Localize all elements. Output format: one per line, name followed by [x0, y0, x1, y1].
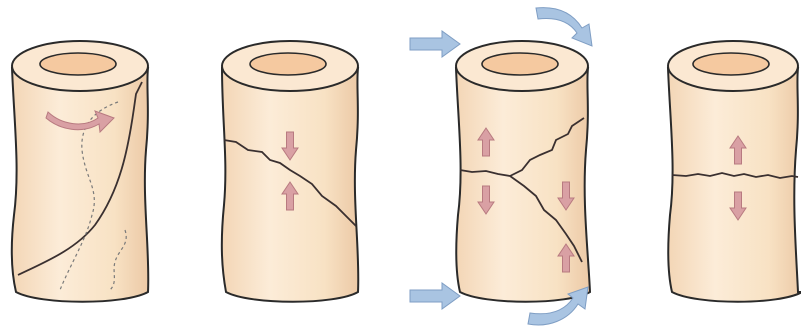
- medullary-cavity: [693, 53, 769, 75]
- bone-panel-oblique: [222, 41, 359, 302]
- bone-panel-transverse: [668, 41, 801, 302]
- moment-arrow-top: [536, 8, 592, 46]
- medullary-cavity: [40, 53, 116, 75]
- bone-panel-butterfly: [410, 8, 592, 325]
- bending-arrow-bottom: [410, 283, 460, 309]
- bone-shaft: [668, 68, 801, 302]
- bone-panel-spiral: [12, 41, 149, 302]
- bending-arrow-top: [410, 31, 460, 57]
- medullary-cavity: [250, 53, 326, 75]
- bone-shaft: [12, 68, 149, 302]
- medullary-cavity: [482, 53, 558, 75]
